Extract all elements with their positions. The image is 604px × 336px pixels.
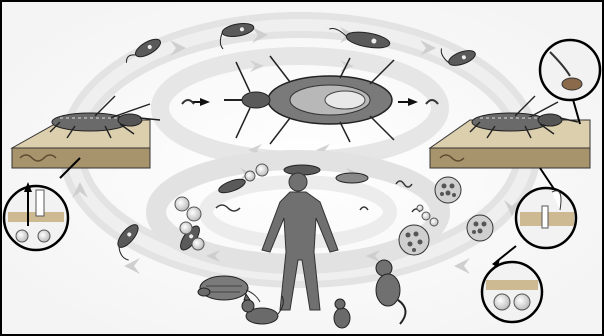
infected-cell-right-icon [467, 215, 493, 241]
infected-cell-top-icon [435, 177, 461, 203]
infected-cell-bottom-icon [399, 225, 429, 255]
